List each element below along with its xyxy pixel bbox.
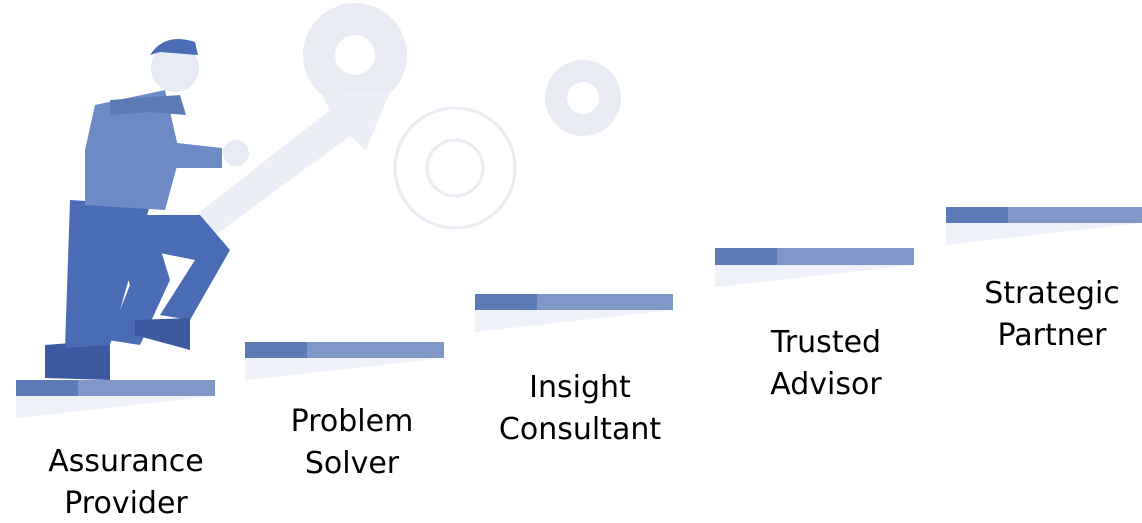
- step-1: [16, 380, 215, 418]
- step-label-assurance-provider: Assurance Provider: [16, 441, 236, 523]
- step-2: [245, 342, 444, 380]
- step-label-problem-solver: Problem Solver: [242, 401, 462, 485]
- person-climbing-icon: [45, 38, 249, 380]
- step-label-line: Partner: [997, 318, 1107, 353]
- step-5: [946, 207, 1142, 245]
- step-label-line: Consultant: [498, 412, 662, 447]
- step-label-line: Provider: [64, 486, 188, 521]
- step-label-line: Advisor: [770, 367, 882, 402]
- step-3: [475, 294, 673, 332]
- step-label-trusted-advisor: Trusted Advisor: [716, 322, 936, 406]
- step-label-line: Solver: [304, 446, 400, 481]
- step-label-line: Problem: [290, 404, 414, 439]
- step-label-line: Strategic: [984, 276, 1120, 311]
- step-label-line: Assurance: [48, 444, 204, 479]
- growth-arrow-icon: [170, 92, 390, 250]
- gear-icon: [393, 106, 517, 230]
- gear-icon: [545, 60, 621, 136]
- step-label-strategic-partner: Strategic Partner: [942, 273, 1142, 357]
- step-label-insight-consultant: Insight Consultant: [470, 367, 690, 451]
- step-label-line: Trusted: [770, 325, 882, 360]
- step-4: [715, 248, 914, 287]
- gear-icon: [303, 3, 407, 107]
- step-label-line: Insight: [529, 370, 631, 405]
